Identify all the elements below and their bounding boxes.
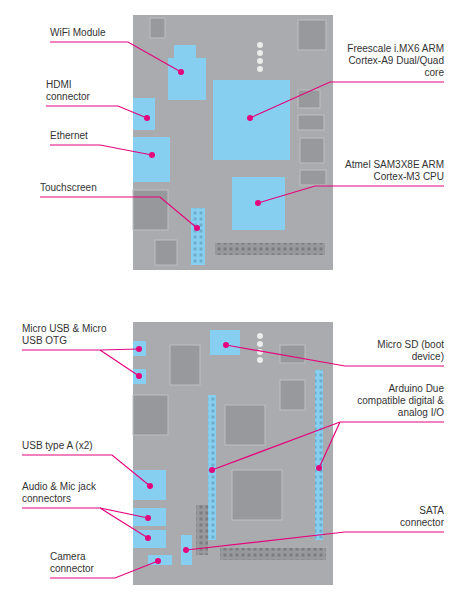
leader-lines — [22, 42, 444, 578]
component — [300, 138, 324, 163]
usb-stack — [133, 190, 168, 230]
leader-line — [22, 349, 139, 376]
chip — [232, 470, 282, 520]
arduino-header-pins — [208, 395, 216, 540]
component — [298, 115, 324, 130]
callout-label: Micro SD (boot device) — [364, 339, 444, 363]
pin-header-pins — [220, 548, 326, 560]
callout-label: Micro USB & Micro USB OTG — [22, 323, 114, 347]
pin-header — [220, 548, 326, 560]
callout-label: Atmel SAM3X8E ARM Cortex-M3 CPU — [340, 159, 444, 183]
component — [170, 345, 200, 385]
board-outline — [133, 322, 333, 585]
leader-line — [40, 197, 197, 228]
micro-sd-slot — [210, 330, 240, 355]
callout-label: USB type A (x2) — [22, 440, 122, 452]
micro-usb-otg — [133, 369, 146, 384]
board-top — [133, 15, 333, 270]
callout-label: Arduino Due compatible digital & analog … — [340, 383, 444, 419]
leader-line — [46, 106, 147, 118]
leader-line — [50, 42, 181, 72]
component — [298, 90, 320, 108]
imx6-chip — [213, 80, 290, 160]
ethernet-jack — [133, 137, 170, 182]
pin-header-pins — [215, 243, 325, 255]
callout-label: HDMI connector — [46, 79, 106, 103]
callout-label: Camera connector — [50, 551, 110, 575]
pin-header — [215, 243, 325, 255]
callout-label: Touchscreen — [40, 182, 120, 194]
arduino-header-pins — [315, 370, 323, 540]
sam3x8e-chip — [232, 177, 285, 230]
logo-dots — [257, 333, 263, 363]
arduino-header — [315, 370, 323, 540]
callout-label: Audio & Mic jack connectors — [22, 481, 106, 505]
leader-line — [50, 145, 152, 155]
arduino-header — [208, 395, 216, 540]
usb-type-a — [133, 470, 166, 500]
leader-dots — [136, 69, 322, 564]
leader-line — [22, 508, 148, 538]
audio-jack — [133, 508, 166, 526]
usb-stack — [133, 395, 168, 435]
board-outline — [133, 15, 333, 270]
chip — [225, 405, 265, 445]
callout-label: Freescale i.MX6 ARM Cortex-A9 Dual/Quad … — [340, 43, 444, 79]
touchscreen-header — [191, 208, 205, 265]
board-bottom — [133, 322, 333, 585]
callout-label: SATA connector — [374, 505, 444, 529]
touchscreen-pins — [191, 208, 205, 265]
component — [298, 20, 326, 50]
logo-dots — [257, 42, 263, 72]
leader-line — [250, 82, 444, 118]
power-jack — [155, 240, 177, 265]
component — [300, 170, 326, 185]
wifi-module — [168, 58, 206, 100]
leader-line — [258, 186, 444, 203]
component — [280, 345, 305, 363]
callout-label: Ethernet — [50, 130, 120, 142]
leader-line — [212, 422, 444, 470]
callout-label: WiFi Module — [50, 27, 130, 39]
leader-line — [186, 532, 444, 550]
component — [280, 380, 305, 410]
component — [150, 18, 165, 38]
mic-jack — [133, 530, 166, 548]
micro-usb — [133, 341, 146, 356]
